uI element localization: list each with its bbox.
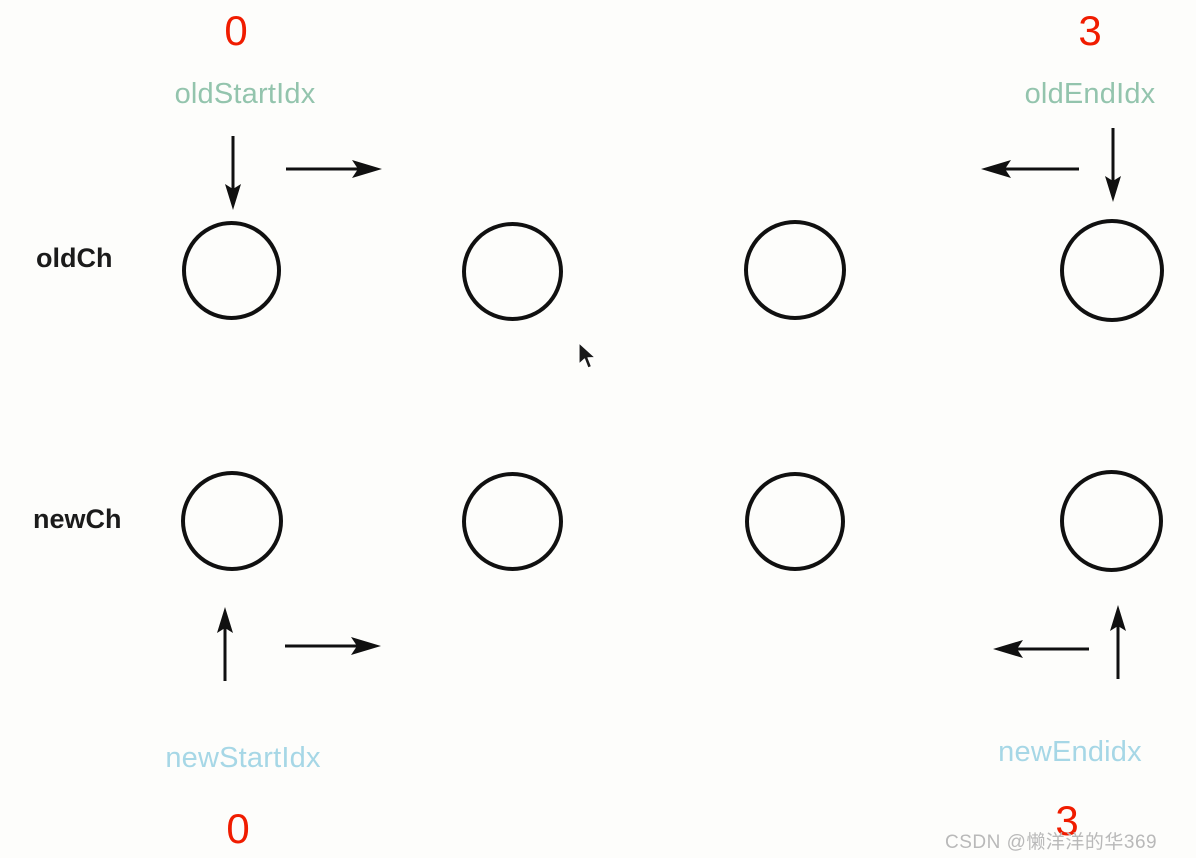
mouse-cursor-icon bbox=[578, 342, 600, 377]
new-end-up-arrow bbox=[1098, 605, 1138, 679]
new-start-right-arrow bbox=[285, 629, 381, 663]
old-node-3[interactable] bbox=[1060, 219, 1164, 322]
new-row-label: newCh bbox=[33, 504, 122, 534]
new-end-pointer-label: newEndidx bbox=[998, 736, 1142, 768]
new-node-1[interactable] bbox=[462, 472, 563, 571]
old-start-index-number: 0 bbox=[224, 7, 248, 54]
old-end-down-arrow bbox=[1093, 128, 1133, 202]
new-end-left-arrow bbox=[993, 632, 1089, 666]
new-node-0[interactable] bbox=[181, 471, 283, 571]
old-start-down-arrow bbox=[213, 136, 253, 210]
old-end-index-number: 3 bbox=[1078, 7, 1102, 54]
old-node-1[interactable] bbox=[462, 222, 563, 321]
old-end-pointer-label: oldEndIdx bbox=[1024, 78, 1156, 110]
old-end-left-arrow bbox=[981, 152, 1079, 186]
old-row-label: oldCh bbox=[36, 243, 113, 273]
new-start-pointer-label: newStartIdx bbox=[165, 742, 321, 774]
csdn-watermark: CSDN @懒洋洋的华369 bbox=[945, 832, 1158, 853]
old-node-2[interactable] bbox=[744, 220, 846, 320]
new-end-index-number: 3 bbox=[1055, 797, 1079, 844]
old-start-pointer-label: oldStartIdx bbox=[174, 78, 316, 110]
new-node-3[interactable] bbox=[1060, 470, 1163, 572]
new-start-index-number: 0 bbox=[226, 805, 250, 852]
new-start-up-arrow bbox=[205, 607, 245, 681]
new-node-2[interactable] bbox=[745, 472, 845, 571]
old-start-right-arrow bbox=[286, 152, 382, 186]
old-node-0[interactable] bbox=[182, 221, 281, 320]
